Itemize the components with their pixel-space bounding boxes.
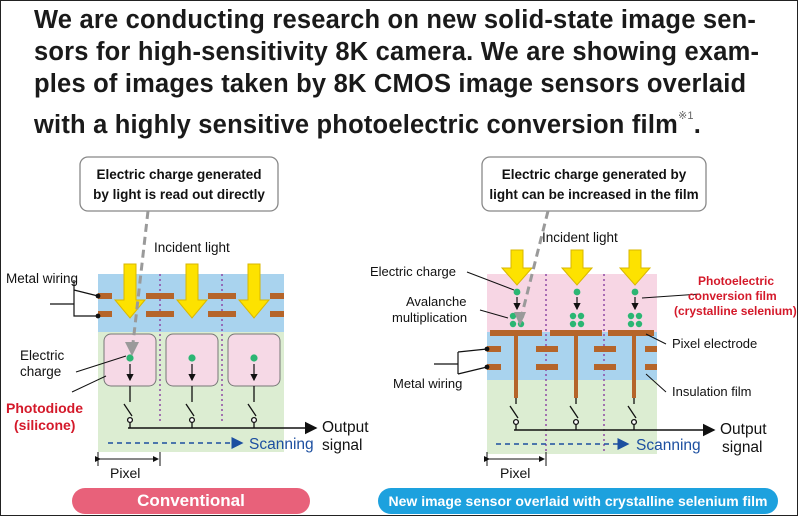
right-incident-light-arrows bbox=[500, 249, 652, 286]
right-metal-wiring-label: Metal wiring bbox=[393, 376, 462, 391]
incident-light-arrow-icon bbox=[618, 249, 652, 286]
intro-line-2: sors for high-sensitivity 8K camera. We … bbox=[34, 38, 760, 66]
charge-dot-icon bbox=[513, 288, 521, 296]
intro-line-4: with a highly sensitive photoelectric co… bbox=[34, 100, 774, 141]
intro-line-4-text: with a highly sensitive photoelectric co… bbox=[34, 111, 678, 139]
right-incident-light-label: Incident light bbox=[542, 230, 618, 245]
right-film-label-1: Photoelectric bbox=[698, 274, 774, 288]
incident-light-arrow-icon bbox=[175, 263, 209, 319]
left-callout-line-2: by light is read out directly bbox=[93, 187, 265, 202]
right-film-label-2: conversion film bbox=[688, 289, 777, 303]
right-metal-wiring-leader bbox=[434, 348, 488, 375]
left-photodiode-label-2: (silicone) bbox=[14, 417, 75, 433]
right-avalanche-label-2: multiplication bbox=[392, 310, 467, 325]
left-callout-line-1: Electric charge generated bbox=[96, 167, 261, 182]
right-callout-line-2: light can be increased in the film bbox=[489, 187, 698, 202]
charge-dot-icon bbox=[250, 354, 258, 362]
right-pixel-electrodes bbox=[490, 330, 654, 398]
right-output-label-2: signal bbox=[722, 439, 763, 456]
right-switches bbox=[509, 398, 638, 430]
right-silicon-substrate bbox=[487, 380, 657, 454]
footnote-mark: ※1 bbox=[678, 110, 694, 122]
new-sensor-badge: New image sensor overlaid with crystalli… bbox=[378, 488, 778, 514]
charge-dot-icon bbox=[188, 354, 196, 362]
intro-end-punct: . bbox=[693, 111, 702, 139]
left-metal-wiring-leader bbox=[50, 280, 99, 317]
left-incident-light-label: Incident light bbox=[154, 240, 230, 255]
left-switches bbox=[123, 386, 258, 428]
charge-dot-icon bbox=[126, 354, 134, 362]
right-pixel-label: Pixel bbox=[500, 465, 530, 481]
left-electric-charge-label-2: charge bbox=[20, 364, 61, 379]
intro-line-3: ples of images taken by 8K CMOS image se… bbox=[34, 70, 747, 98]
right-pixel-electrode-label: Pixel electrode bbox=[672, 336, 757, 351]
right-electrode-leader bbox=[645, 333, 667, 345]
right-callout-line-1: Electric charge generated by bbox=[502, 167, 687, 182]
left-photodiode-label-1: Photodiode bbox=[6, 400, 83, 416]
incident-light-arrow-icon bbox=[500, 249, 534, 286]
right-scanning-label: Scanning bbox=[636, 437, 701, 454]
right-insulation-leader bbox=[645, 373, 667, 393]
left-charges bbox=[126, 354, 258, 382]
right-metal-wires bbox=[487, 346, 657, 370]
right-electric-charge-label: Electric charge bbox=[370, 264, 456, 279]
right-avalanche-label-1: Avalanche bbox=[406, 294, 466, 309]
new-sensor: Electric charge generated by light can b… bbox=[370, 156, 797, 481]
conventional-sensor: Electric charge generated by light is re… bbox=[6, 156, 369, 481]
right-wiring-layer bbox=[487, 332, 657, 380]
right-film-leader bbox=[641, 293, 701, 299]
intro-line-1: We are conducting research on new solid-… bbox=[34, 6, 757, 34]
left-scanning-label: Scanning bbox=[249, 436, 314, 453]
right-film-label-3: (crystalline selenium) bbox=[674, 304, 797, 318]
intro-paragraph: We are conducting research on new solid-… bbox=[34, 4, 774, 141]
conventional-badge: Conventional bbox=[72, 488, 310, 514]
right-avalanche-leader bbox=[479, 309, 509, 319]
charge-dot-icon bbox=[573, 288, 581, 296]
left-electric-charge-label-1: Electric bbox=[20, 348, 65, 363]
left-charge-leader bbox=[75, 355, 127, 373]
charge-dot-icon bbox=[631, 288, 639, 296]
right-output-label-1: Output bbox=[720, 421, 767, 438]
incident-light-arrow-icon bbox=[560, 249, 594, 286]
left-metal-wires bbox=[98, 293, 284, 317]
right-callout-pointer bbox=[518, 210, 550, 323]
left-callout-box bbox=[79, 156, 279, 212]
left-photodiode-leader bbox=[71, 375, 107, 393]
left-metal-wiring-label: Metal wiring bbox=[6, 271, 78, 286]
left-callout-pointer bbox=[130, 210, 150, 353]
left-output-label-1: Output bbox=[322, 419, 369, 436]
right-insulation-film-label: Insulation film bbox=[672, 384, 751, 399]
left-pixel-label: Pixel bbox=[110, 465, 140, 481]
incident-light-arrow-icon bbox=[237, 263, 271, 319]
right-charge-leader bbox=[466, 271, 515, 291]
right-callout-box bbox=[481, 156, 707, 212]
left-output-label-2: signal bbox=[322, 437, 363, 454]
